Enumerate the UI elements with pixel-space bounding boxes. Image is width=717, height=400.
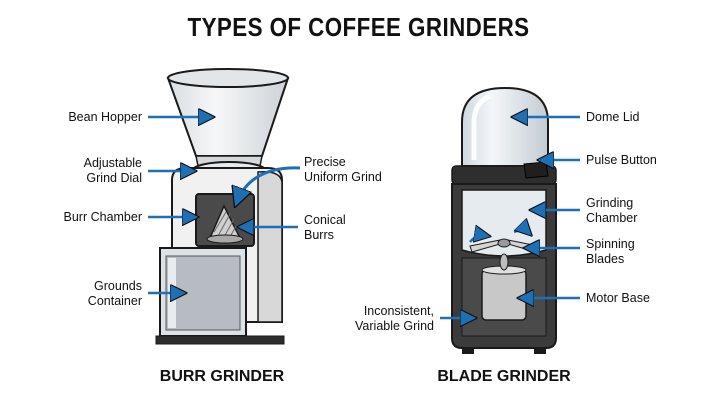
burr-base [156, 336, 284, 344]
label-burr-chamber: Burr Chamber [30, 210, 142, 225]
pulse-button-shape [524, 162, 548, 178]
motor [482, 270, 526, 320]
label-dome-lid: Dome Lid [586, 110, 640, 125]
label-adjustable-grind-dial: Adjustable Grind Dial [30, 156, 142, 185]
burr-body-side [258, 172, 282, 322]
label-precise-uniform-grind: Precise Uniform Grind [304, 155, 382, 184]
burr-ring [207, 235, 243, 243]
label-inconsistent-variable-grind: Inconsistent, Variable Grind [320, 304, 434, 333]
caption-burr-grinder: BURR GRINDER [122, 368, 322, 386]
motor-shaft [500, 254, 508, 270]
label-pulse-button: Pulse Button [586, 153, 657, 168]
label-grinding-chamber: Grinding Chamber [586, 196, 637, 225]
foot-right [534, 348, 546, 354]
label-conical-burrs: Conical Burrs [304, 213, 346, 242]
hopper-rim [168, 69, 288, 87]
label-bean-hopper: Bean Hopper [30, 110, 142, 125]
blade-hub [498, 239, 510, 247]
foot-left [462, 348, 474, 354]
label-motor-base: Motor Base [586, 291, 650, 306]
blade-grinder [452, 88, 556, 354]
caption-blade-grinder: BLADE GRINDER [404, 368, 604, 386]
label-grounds-container: Grounds Container [30, 279, 142, 308]
burr-grinder [156, 69, 300, 344]
label-spinning-blades: Spinning Blades [586, 237, 635, 266]
